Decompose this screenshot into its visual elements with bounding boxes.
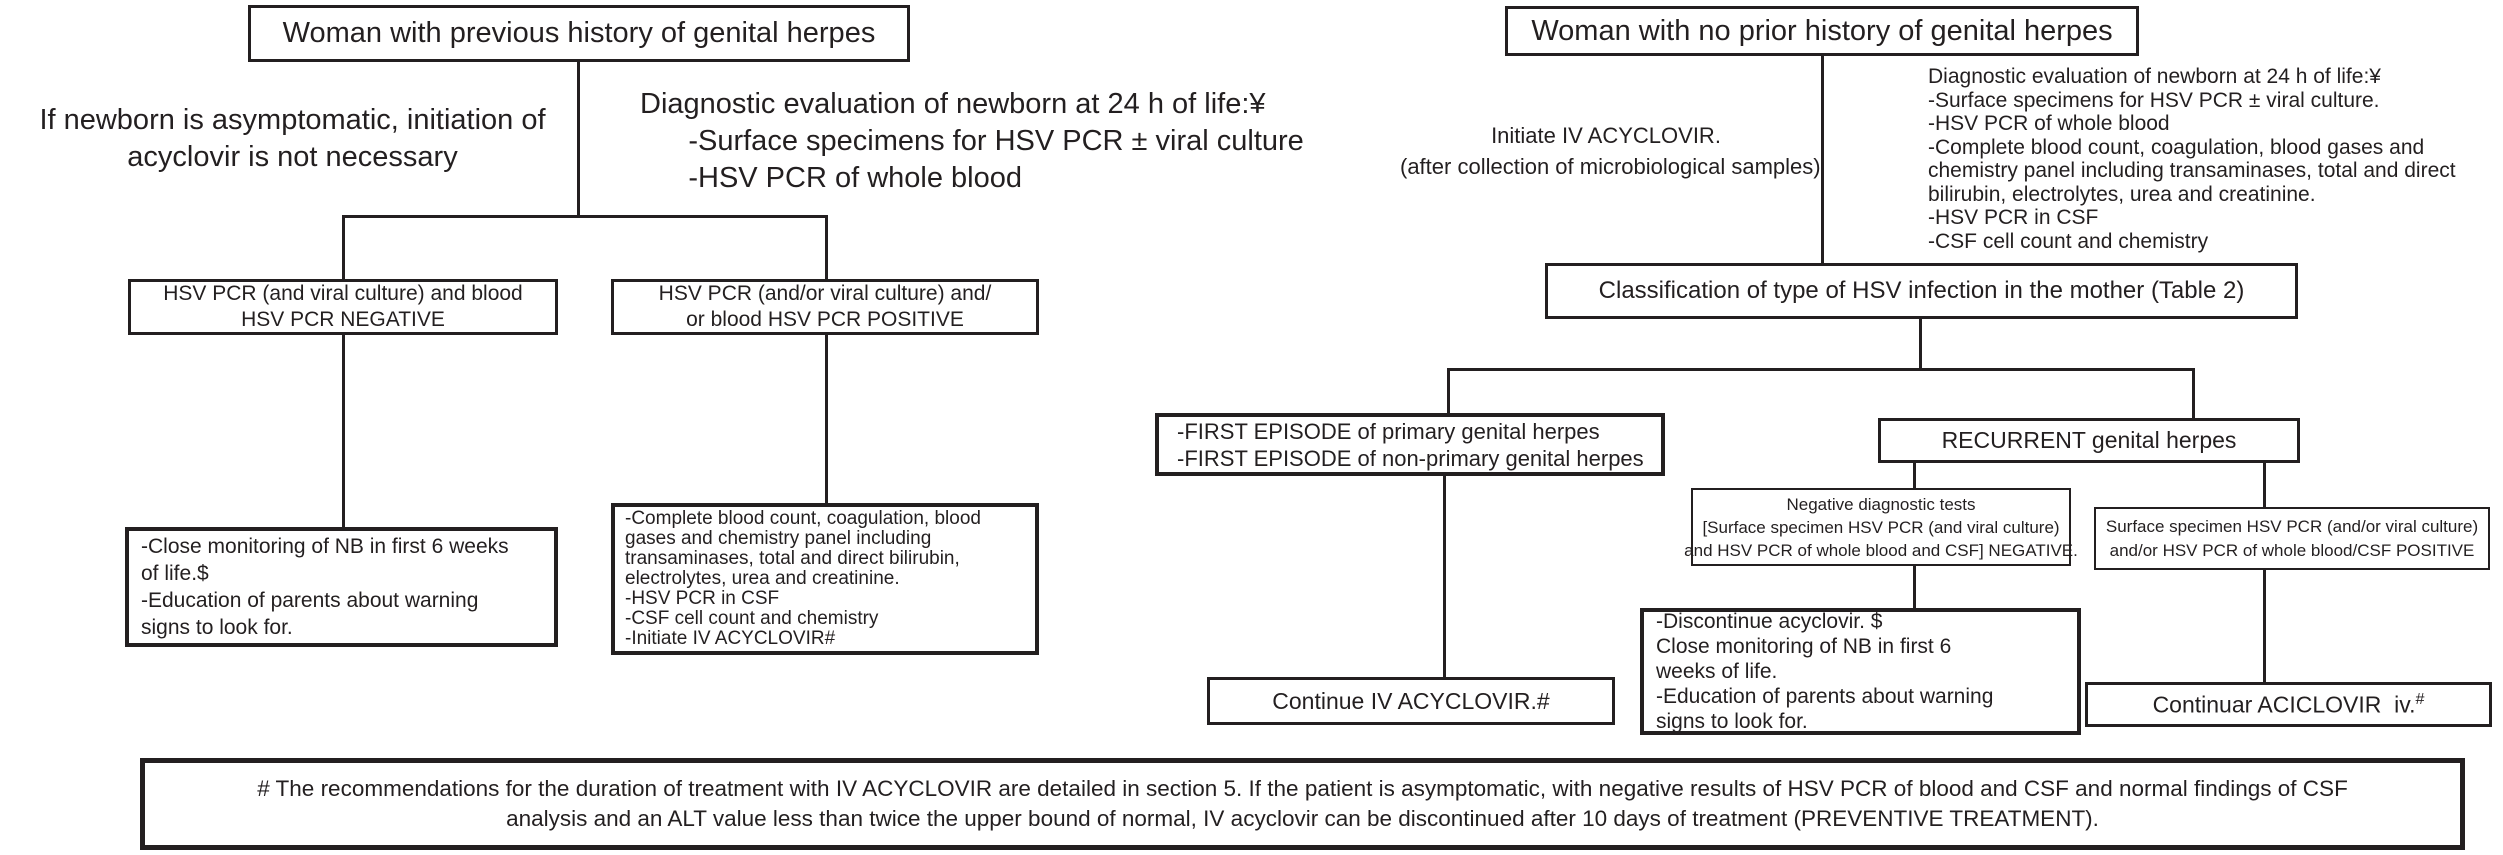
note-diagnostic-left: Diagnostic evaluation of newborn at 24 h…	[640, 88, 1304, 194]
connector-positive-to-continuar	[2263, 570, 2266, 682]
box-complete-workup: -Complete blood count, coagulation, bloo…	[611, 503, 1039, 655]
box-tests-negative-label: Negative diagnostic tests [Surface speci…	[1684, 494, 2078, 560]
box-discontinue-acyclovir-label: -Discontinue acyclovir. $ Close monitori…	[1656, 610, 1994, 733]
note-diagnostic-right: Diagnostic evaluation of newborn at 24 h…	[1928, 65, 2456, 253]
connector-left-branch-positive	[825, 215, 828, 279]
box-hsv-pcr-negative-label: HSV PCR (and viral culture) and blood HS…	[163, 282, 523, 331]
connector-right-root-down	[1821, 56, 1824, 263]
box-hsv-pcr-positive-label: HSV PCR (and/or viral culture) and/ or b…	[658, 282, 992, 331]
connector-left-branch-negative	[342, 215, 345, 279]
box-hsv-pcr-negative: HSV PCR (and viral culture) and blood HS…	[128, 279, 558, 335]
box-recurrent: RECURRENT genital herpes	[1878, 418, 2300, 463]
box-classification: Classification of type of HSV infection …	[1545, 263, 2298, 319]
box-first-episode-label: -FIRST EPISODE of primary genital herpes…	[1177, 418, 1644, 471]
connector-right-split	[1447, 368, 2195, 371]
connector-recurrent-to-negative	[1913, 463, 1916, 488]
connector-negative-to-discontinue	[1913, 566, 1916, 608]
box-first-episode: -FIRST EPISODE of primary genital herpes…	[1155, 413, 1665, 476]
box-discontinue-acyclovir: -Discontinue acyclovir. $ Close monitori…	[1640, 608, 2081, 735]
box-continue-acyclovir: Continue IV ACYCLOVIR.#	[1207, 677, 1615, 725]
root-box-no-prior-history-label: Woman with no prior history of genital h…	[1531, 14, 2113, 47]
connector-positive-to-outcome	[825, 335, 828, 503]
connector-classification-down	[1919, 319, 1922, 368]
root-box-previous-history-label: Woman with previous history of genital h…	[282, 17, 876, 49]
continuar-superscript: #	[2415, 690, 2425, 709]
footnote-text: # The recommendations for the duration o…	[257, 776, 2348, 831]
connector-first-episode-to-continue	[1443, 476, 1446, 677]
connector-branch-recurrent	[2192, 368, 2195, 418]
connector-left-split	[342, 215, 828, 218]
box-recurrent-label: RECURRENT genital herpes	[1941, 427, 2237, 453]
box-continue-acyclovir-label: Continue IV ACYCLOVIR.#	[1272, 687, 1550, 714]
connector-left-root-down	[577, 62, 580, 215]
box-continuar-aciclovir: Continuar ACICLOVIR iv.#	[2085, 682, 2492, 727]
connector-recurrent-to-positive	[2263, 463, 2266, 507]
box-close-monitoring: -Close monitoring of NB in first 6 weeks…	[125, 527, 558, 647]
box-tests-negative: Negative diagnostic tests [Surface speci…	[1684, 488, 2078, 566]
box-hsv-pcr-positive: HSV PCR (and/or viral culture) and/ or b…	[611, 279, 1039, 335]
box-tests-positive: Surface specimen HSV PCR (and/or viral c…	[2094, 507, 2490, 570]
connector-negative-to-outcome	[342, 335, 345, 527]
root-box-no-prior-history: Woman with no prior history of genital h…	[1505, 6, 2139, 56]
box-tests-positive-label: Surface specimen HSV PCR (and/or viral c…	[2105, 516, 2479, 560]
connector-branch-first-episode	[1447, 368, 1450, 413]
box-classification-label: Classification of type of HSV infection …	[1598, 277, 2245, 304]
footnote-box: # The recommendations for the duration o…	[140, 758, 2465, 850]
box-continuar-aciclovir-label: Continuar ACICLOVIR iv.#	[2153, 690, 2425, 719]
box-close-monitoring-label: -Close monitoring of NB in first 6 weeks…	[141, 535, 509, 639]
root-box-previous-history: Woman with previous history of genital h…	[248, 5, 910, 62]
box-complete-workup-label: -Complete blood count, coagulation, bloo…	[625, 508, 981, 649]
note-initiate-acyclovir: Initiate IV ACYCLOVIR. (after collection…	[1400, 123, 1821, 179]
note-asymptomatic: If newborn is asymptomatic, initiation o…	[39, 104, 546, 173]
continuar-text: Continuar ACICLOVIR iv.	[2152, 691, 2416, 718]
